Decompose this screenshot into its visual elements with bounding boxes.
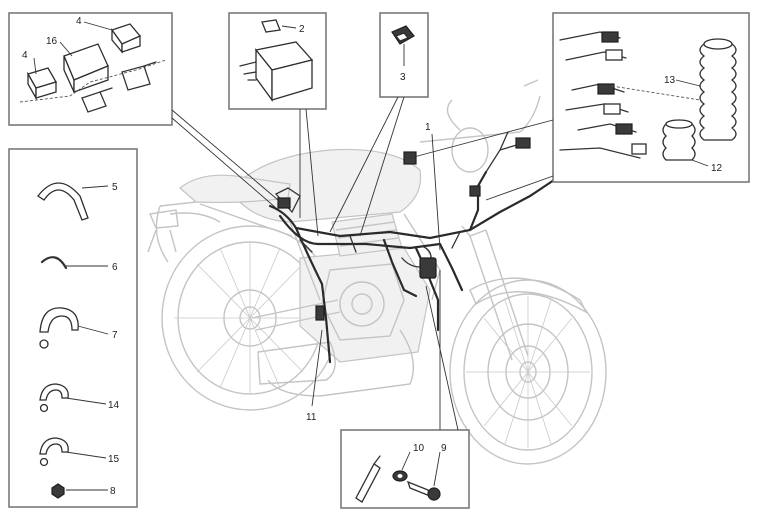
callout-9: 9 [441,443,447,454]
inset-part-3: 3 [379,12,429,98]
callout-1: 1 [425,122,431,133]
callout-4-top: 4 [76,16,82,27]
callout-12: 12 [711,163,723,174]
callout-11: 11 [306,412,317,423]
callout-16: 16 [46,36,58,47]
inset-relays: 4 16 4 [8,12,173,126]
callout-2: 2 [299,24,305,35]
main-wiring-harness [268,131,562,364]
motorcycle-outline [147,79,607,465]
callout-3: 3 [400,72,406,83]
callout-6: 6 [112,262,118,273]
inset-bolt: 10 9 [340,429,470,509]
inset-connectors: 13 12 [552,12,750,183]
callout-7: 7 [112,330,118,341]
callout-13: 13 [664,75,676,86]
grommet-12 [662,119,696,161]
callout-10: 10 [413,443,425,454]
callout-14: 14 [108,400,120,411]
inset-part-2: 2 [228,12,327,110]
callout-4-left: 4 [22,50,28,61]
callout-8: 8 [110,486,116,497]
grommet-13 [699,38,737,141]
callout-5: 5 [112,182,118,193]
inset-clips: 5 6 7 14 15 8 [8,148,138,508]
callout-15: 15 [108,454,120,465]
inset-connection-lines [171,96,554,431]
